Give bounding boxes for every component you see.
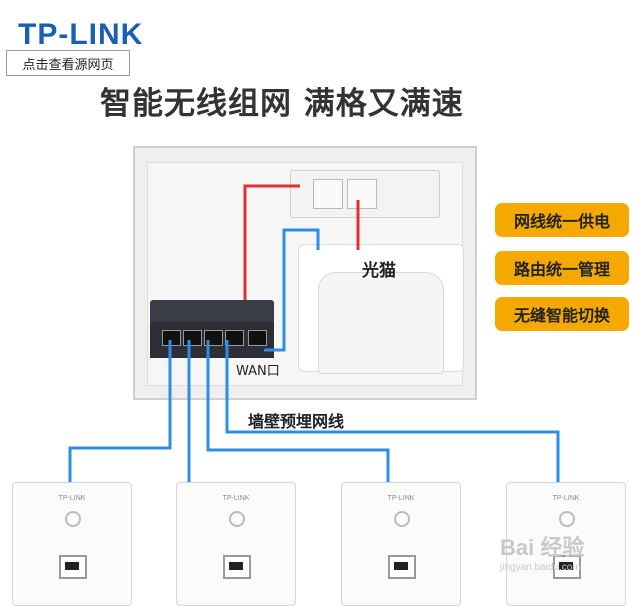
status-led-icon <box>65 511 81 527</box>
feature-badge-management: 路由统一管理 <box>495 251 629 285</box>
wan-cable <box>264 228 320 352</box>
wall-panel-ap: TP-LINK <box>506 482 626 606</box>
headline: 智能无线组网 满格又满速 <box>100 86 464 122</box>
power-cable <box>243 184 300 300</box>
ethernet-port-icon <box>223 555 251 579</box>
watermark-sub: jingyan.baidu.com <box>500 562 581 573</box>
baidu-watermark: Bai 经验 jingyan.baidu.com <box>500 530 584 573</box>
wan-port <box>248 330 267 346</box>
tp-link-logo: TP-LINK <box>18 18 144 51</box>
panel-brand: TP-LINK <box>222 495 250 502</box>
feature-badge-roaming: 无缝智能切换 <box>495 297 629 331</box>
ethernet-port-icon <box>388 555 416 579</box>
ethernet-cable <box>206 340 390 484</box>
wan-port-label: WAN口 <box>236 364 280 379</box>
wall-panel-ap: TP-LINK <box>176 482 296 606</box>
switch-port <box>225 330 244 346</box>
power-socket <box>313 179 343 209</box>
status-led-icon <box>229 511 245 527</box>
status-led-icon <box>559 511 575 527</box>
wall-wiring-label: 墙壁预埋网线 <box>248 412 345 431</box>
view-source-link[interactable]: 点击查看源网页 <box>6 50 130 76</box>
ethernet-cable <box>68 340 172 484</box>
ethernet-cable <box>225 340 560 484</box>
wall-panel-ap: TP-LINK <box>12 482 132 606</box>
ethernet-port-icon <box>59 555 87 579</box>
feature-badge-poe: 网线统一供电 <box>495 203 629 237</box>
modem-stand <box>318 272 444 374</box>
watermark-main: Bai 经验 <box>500 535 585 560</box>
power-socket-strip <box>290 170 440 218</box>
modem-label: 光猫 <box>362 261 396 281</box>
panel-brand: TP-LINK <box>387 495 415 502</box>
status-led-icon <box>394 511 410 527</box>
ethernet-port-icon <box>553 555 581 579</box>
panel-brand: TP-LINK <box>58 495 86 502</box>
wall-panel-ap: TP-LINK <box>341 482 461 606</box>
panel-brand: TP-LINK <box>552 495 580 502</box>
power-socket <box>347 179 377 209</box>
